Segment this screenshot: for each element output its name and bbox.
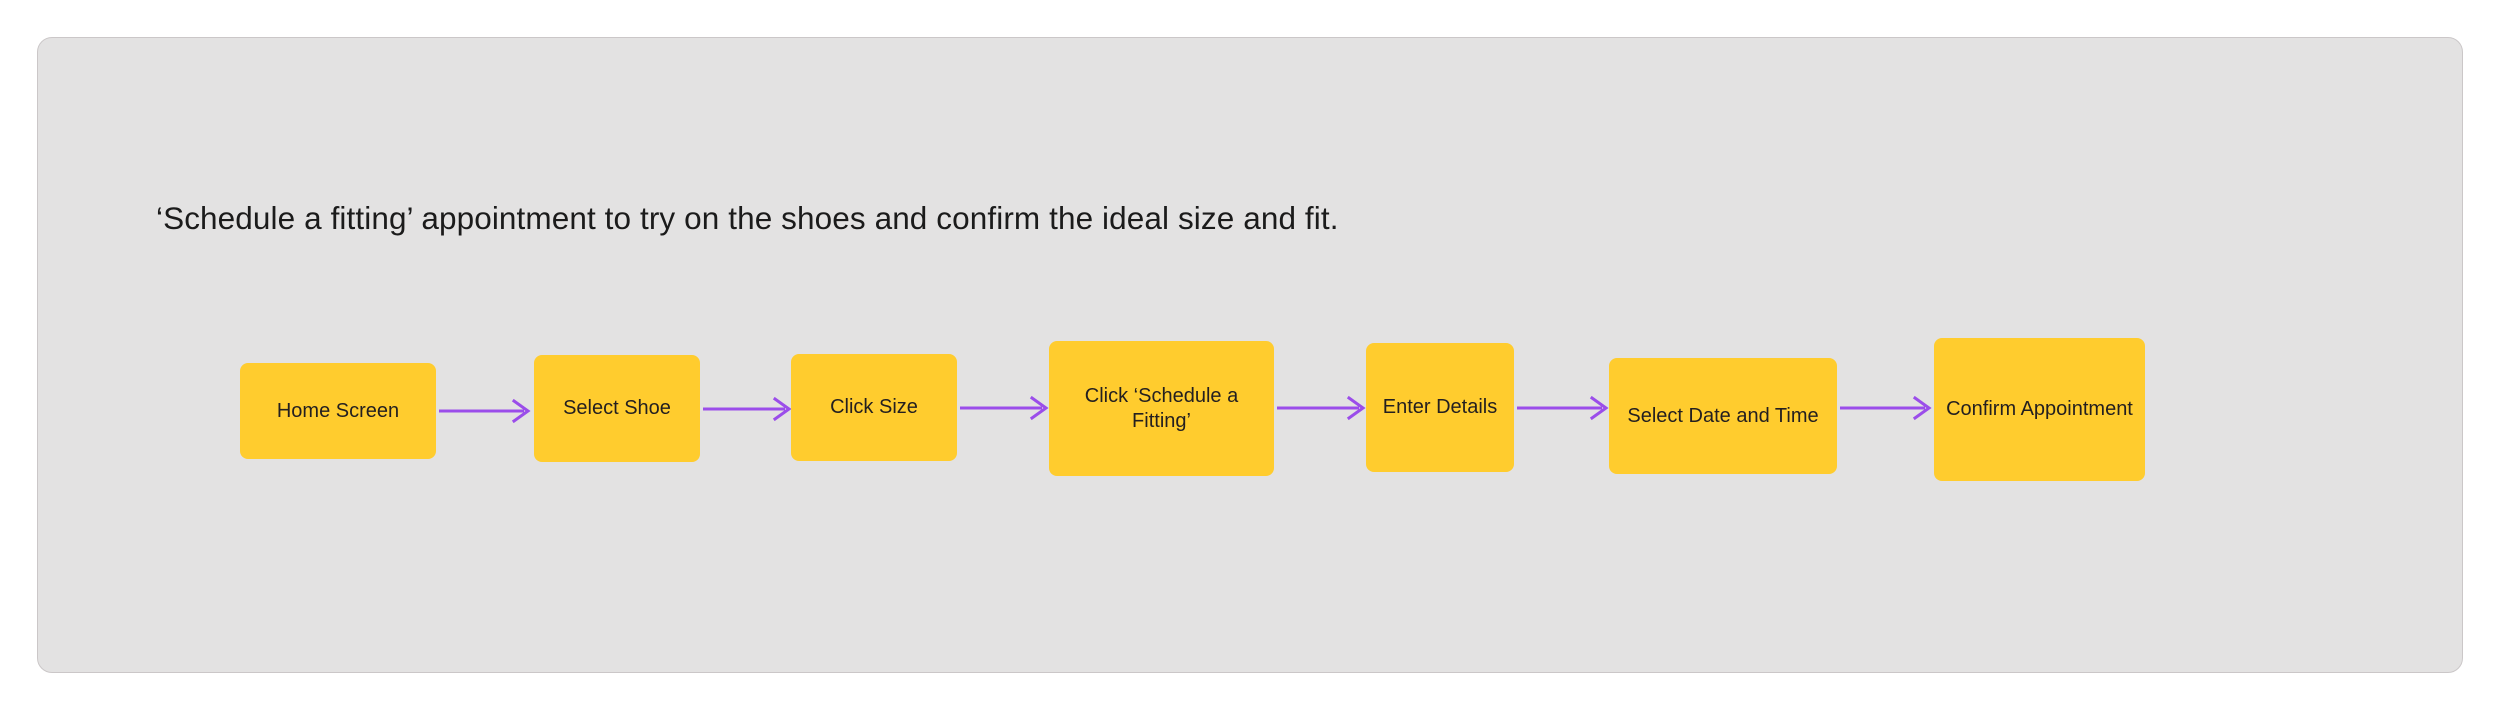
flow-node-confirm-appointment[interactable]: Confirm Appointment: [1934, 338, 2145, 481]
page-title: ‘Schedule a fitting’ appointment to try …: [156, 200, 1339, 236]
flow-node-select-date-and-time[interactable]: Select Date and Time: [1609, 358, 1837, 474]
flow-node-label: Home Screen: [276, 399, 400, 422]
flow-arrow-5: [1516, 395, 1610, 421]
flow-arrow-2: [702, 396, 793, 422]
flow-node-label: Select Shoe: [563, 397, 671, 419]
flow-node-label: Confirm Appointment: [1946, 398, 2133, 420]
flow-node-home-screen[interactable]: Home Screen: [240, 363, 436, 459]
diagram-card: ‘Schedule a fitting’ appointment to try …: [37, 37, 2463, 673]
flowchart: Home Screen Select Shoe: [38, 38, 2464, 674]
flow-arrow-1: [438, 398, 532, 424]
flow-arrow-4: [1276, 395, 1367, 421]
flow-node-label: Enter Details: [1382, 396, 1498, 418]
flow-node-click-size[interactable]: Click Size: [791, 354, 957, 461]
flow-node-label: Select Date and Time: [1627, 404, 1819, 427]
flow-node-select-shoe[interactable]: Select Shoe: [534, 355, 700, 462]
flow-node-label: Click Size: [830, 396, 918, 418]
flow-arrow-6: [1839, 395, 1933, 421]
flow-node-label: Click ‘Schedule a Fitting’: [1084, 384, 1239, 432]
flow-arrow-3: [959, 395, 1050, 421]
flow-node-click-schedule-a-fitting[interactable]: Click ‘Schedule a Fitting’: [1049, 341, 1274, 476]
flow-node-enter-details[interactable]: Enter Details: [1366, 343, 1514, 472]
